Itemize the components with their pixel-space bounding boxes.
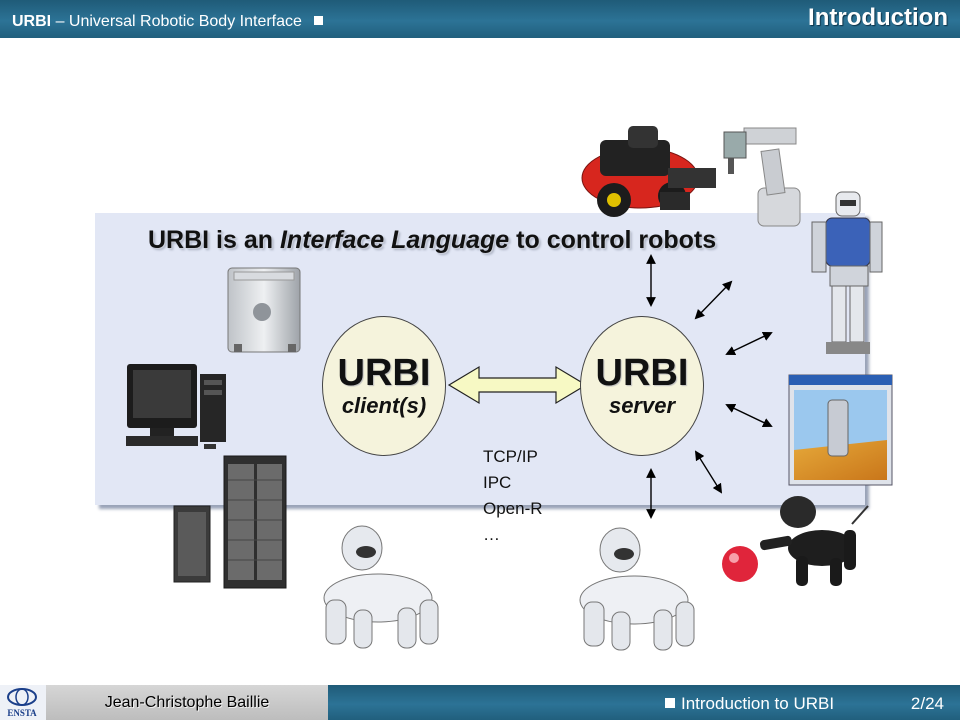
slide-headline: URBI is an Interface Language to control… [148,226,716,255]
square-bullet-icon [314,16,324,25]
protocol-item: IPC [483,473,512,492]
humanoid-robot-icon [811,191,883,354]
server-rack-icon [173,455,287,589]
footer-title: Introduction to URBI [665,694,834,714]
urbi-server-node: URBI server [580,316,704,456]
protocol-item: Open-R [483,499,543,518]
aibo-robot-black-icon [760,496,869,586]
protocol-list: TCP/IP IPC Open-R … [483,444,543,548]
client-title: URBI [337,352,431,394]
page-number: 2/24 [910,694,944,713]
server-robot-arrows [646,254,773,519]
header-brand: URBI [12,13,52,30]
header-subtitle: – Universal Robotic Body Interface [55,13,302,30]
slide-footer: ENSTA Jean-Christophe Baillie Introducti… [0,685,960,720]
client-subtitle: client(s) [341,393,427,418]
simulator-window-icon [788,374,893,486]
aibo-robot-center-icon [579,527,695,651]
headline-pre: URBI is an [148,226,280,254]
mac-tower-icon [227,267,301,353]
ensta-logo: ENSTA [0,685,46,720]
headline-post: to control robots [509,226,717,254]
server-subtitle: server [608,393,676,418]
desktop-pc-icon [126,364,226,449]
aibo-robot-left-icon [323,525,439,649]
urbi-client-node: URBI client(s) [322,316,446,456]
section-title: Introduction [808,4,948,31]
footer-author: Jean-Christophe Baillie [46,685,328,720]
logo-text: ENSTA [7,708,37,718]
protocol-item: … [483,525,500,544]
header-title: URBI – Universal Robotic Body Interface [12,13,324,31]
red-ball-icon [722,546,758,582]
client-server-arrow-icon [447,365,588,405]
pioneer-robot-icon [581,126,716,217]
headline-emphasis: Interface Language [279,226,510,254]
content-panel [95,213,865,505]
square-bullet-icon [665,698,675,708]
footer-title-text: Introduction to URBI [681,694,835,713]
robot-arm-icon [723,127,801,227]
protocol-item: TCP/IP [483,447,538,466]
ensta-logo-icon: ENSTA [7,688,37,718]
slide-header: URBI – Universal Robotic Body Interface … [0,0,960,38]
server-title: URBI [595,352,689,394]
